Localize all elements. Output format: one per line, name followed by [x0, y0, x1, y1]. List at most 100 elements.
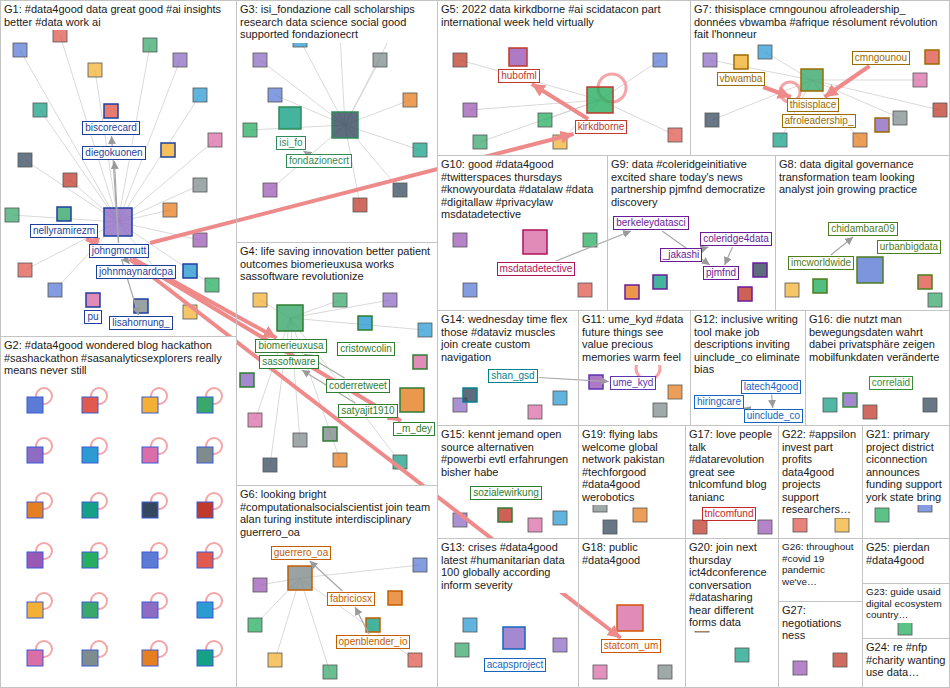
group-panel: G19: flying labs welcome global network …: [578, 425, 686, 539]
follow-edge: [556, 231, 631, 261]
avatar-icon: [523, 230, 547, 254]
user-name: pu: [87, 311, 98, 323]
group-heading: G13: crises #data4good latest #humanitar…: [438, 539, 578, 593]
group-panel: G4: life saving innovation better patien…: [236, 242, 438, 486]
group-panel: G24: re #nfp #charity wanting use data…: [862, 638, 950, 688]
avatar-icon: [27, 602, 43, 618]
user-name: coderretweet: [329, 380, 387, 392]
avatar-icon: [603, 520, 617, 534]
avatar-icon: [738, 287, 752, 301]
user-label: afroleadership_: [782, 114, 857, 128]
user-label: biomerieuxusa: [255, 339, 326, 353]
group-heading: G22: #appsilon invest part profits data4…: [779, 426, 862, 518]
group-panel: G15: kennt jemand open source alternativ…: [437, 425, 579, 539]
avatar-icon: [13, 43, 27, 57]
avatar-icon: [142, 502, 158, 518]
user-name: cmngounou: [855, 52, 907, 64]
user-name: sozialewirkung: [473, 487, 539, 499]
avatar-icon: [82, 447, 98, 463]
avatar-icon: [279, 107, 301, 129]
avatar-icon: [57, 207, 71, 221]
group-panel: G13: crises #data4good latest #humanitar…: [437, 538, 579, 688]
avatar-icon: [538, 113, 552, 127]
user-name: biomerieuxusa: [258, 340, 323, 352]
user-label: acapsproject: [484, 658, 547, 672]
avatar-icon: [925, 50, 939, 64]
follow-edge: [763, 87, 791, 97]
avatar-icon: [403, 93, 417, 107]
avatar-icon: [183, 264, 197, 278]
user-name: isi_fo: [279, 137, 302, 149]
user-label: shan_gsd: [488, 369, 537, 383]
user-label: johngmcnutt: [89, 244, 149, 258]
avatar-icon: [928, 293, 942, 307]
user-name: tnlcomfund: [705, 508, 754, 520]
avatar-icon: [263, 458, 277, 472]
user-label: berkeleydatasci: [613, 216, 688, 230]
avatar-icon: [793, 518, 807, 532]
user-name: openblender_io: [339, 636, 408, 648]
avatar-icon: [413, 143, 427, 157]
avatar-icon: [703, 53, 717, 67]
avatar-icon: [843, 393, 857, 407]
avatar-icon: [455, 643, 469, 657]
avatar-icon: [27, 502, 43, 518]
avatar-icon: [253, 293, 267, 307]
user-label: johnmaynardcpa: [96, 265, 176, 279]
user-name: acapsproject: [487, 659, 544, 671]
user-label: correlaid: [869, 376, 913, 390]
user-name: cristowcolin: [340, 343, 392, 355]
avatar-icon: [587, 87, 613, 113]
group-heading: G14: wednesday time flex those #dataviz …: [438, 311, 578, 365]
avatar-icon: [463, 388, 477, 402]
avatar-icon: [918, 275, 932, 289]
avatar-icon: [578, 283, 592, 297]
group-panel: G3: isi_fondazione call scholarships res…: [236, 0, 438, 243]
avatar-icon: [243, 123, 257, 137]
user-label: _m_dey: [393, 422, 435, 436]
user-name: imcworldwide: [791, 257, 851, 269]
avatar-icon: [553, 511, 567, 525]
group-heading: G25: pierdan #data4good: [863, 539, 949, 568]
user-label: openblender_io: [336, 635, 411, 649]
avatar-icon: [898, 621, 912, 635]
avatar-icon: [863, 405, 877, 419]
user-name: pjmfnd: [706, 267, 736, 279]
group-heading: G26: throughout #covid 19 pandemic we've…: [779, 539, 862, 589]
avatar-icon: [82, 650, 98, 666]
group-panel: G5: 2022 data kirkdborne #ai scidatacon …: [437, 0, 691, 156]
avatar-icon: [86, 293, 100, 307]
user-label: fondazionecrt: [286, 154, 352, 168]
avatar-icon: [173, 53, 187, 67]
group-heading: G6: looking bright #computationalsocials…: [237, 486, 437, 540]
user-label: diegokuonen: [82, 146, 145, 160]
avatar-icon: [104, 104, 118, 118]
avatar-icon: [248, 413, 262, 427]
avatar-icon: [383, 293, 397, 307]
avatar-icon: [625, 285, 639, 299]
user-name: nellyramirezm: [33, 225, 95, 237]
avatar-icon: [418, 323, 432, 337]
avatar-icon: [142, 602, 158, 618]
avatar-icon: [288, 566, 312, 590]
user-name: statcom_um: [604, 640, 658, 652]
user-label: kirkdborne: [575, 120, 628, 134]
user-label: thisisplace: [787, 98, 840, 112]
avatar-icon: [197, 502, 213, 518]
avatar-icon: [197, 447, 213, 463]
avatar-icon: [208, 133, 222, 147]
avatar-icon: [693, 520, 707, 534]
avatar-icon: [668, 385, 682, 399]
user-name: latech4good: [744, 381, 799, 393]
group-panel: G26: throughout #covid 19 pandemic we've…: [778, 538, 863, 602]
user-name: johngmcnutt: [92, 245, 146, 257]
avatar-icon: [205, 278, 219, 292]
avatar-icon: [82, 602, 98, 618]
tie-line: [345, 28, 395, 125]
group-heading: G8: data digital governance transformati…: [776, 156, 949, 198]
user-label: cmngounou: [852, 51, 910, 65]
group-heading: G27: negotiations ness: [779, 602, 862, 644]
follow-edge: [831, 237, 853, 255]
avatar-icon: [400, 388, 424, 412]
avatar-icon: [193, 178, 207, 192]
